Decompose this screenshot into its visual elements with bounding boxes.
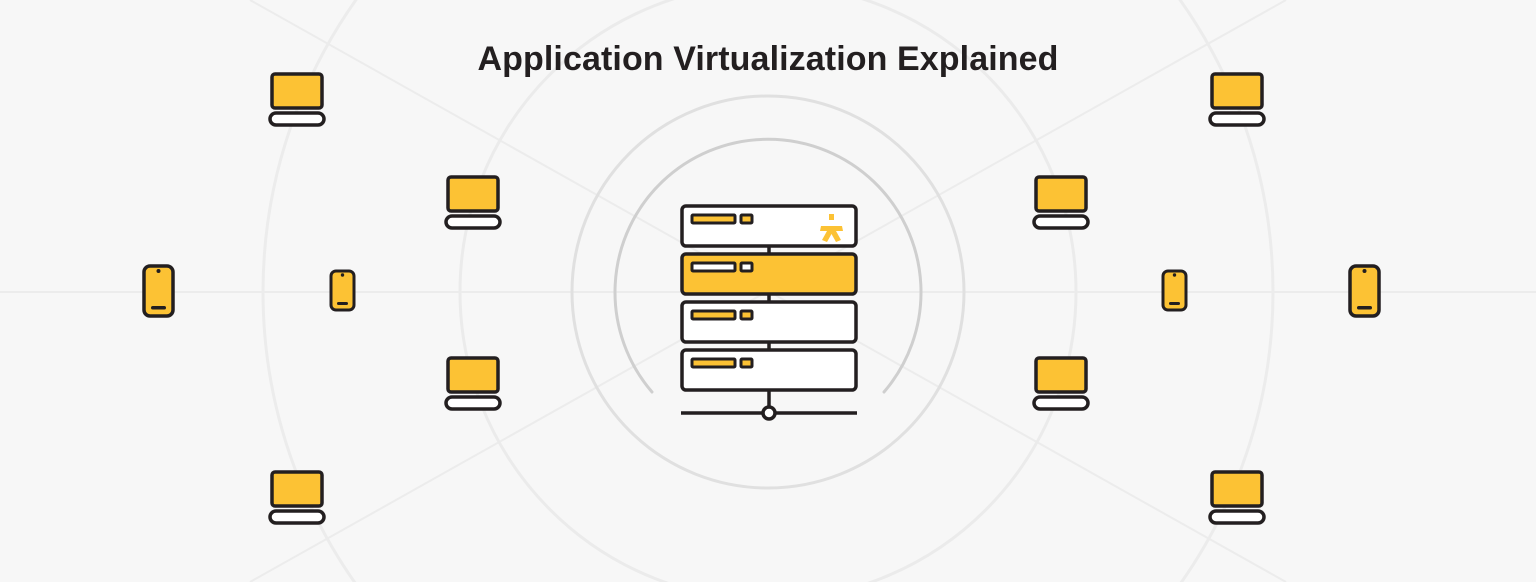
outer-ring bbox=[261, 0, 1275, 582]
inner-ring bbox=[570, 94, 966, 490]
phone-icon bbox=[1161, 269, 1188, 312]
laptop-icon bbox=[444, 356, 502, 411]
page-title: Application Virtualization Explained bbox=[477, 40, 1059, 78]
asterisk-person-icon bbox=[820, 214, 843, 242]
middle-ring bbox=[458, 0, 1078, 582]
phone-icon bbox=[329, 269, 356, 312]
phone-icon bbox=[142, 264, 175, 318]
phone-icon bbox=[1348, 264, 1381, 318]
inner-arc bbox=[613, 137, 923, 394]
laptop-icon bbox=[1208, 470, 1266, 525]
laptop-icon bbox=[268, 470, 326, 525]
laptop-icon bbox=[1032, 175, 1090, 230]
server-unit-4 bbox=[680, 348, 858, 392]
laptop-icon bbox=[1208, 72, 1266, 127]
server-unit-3 bbox=[680, 300, 858, 344]
laptop-icon bbox=[268, 72, 326, 127]
server-unit-2 bbox=[680, 252, 858, 296]
laptop-icon bbox=[444, 175, 502, 230]
server-rack-icon bbox=[680, 204, 858, 421]
laptop-icon bbox=[1032, 356, 1090, 411]
